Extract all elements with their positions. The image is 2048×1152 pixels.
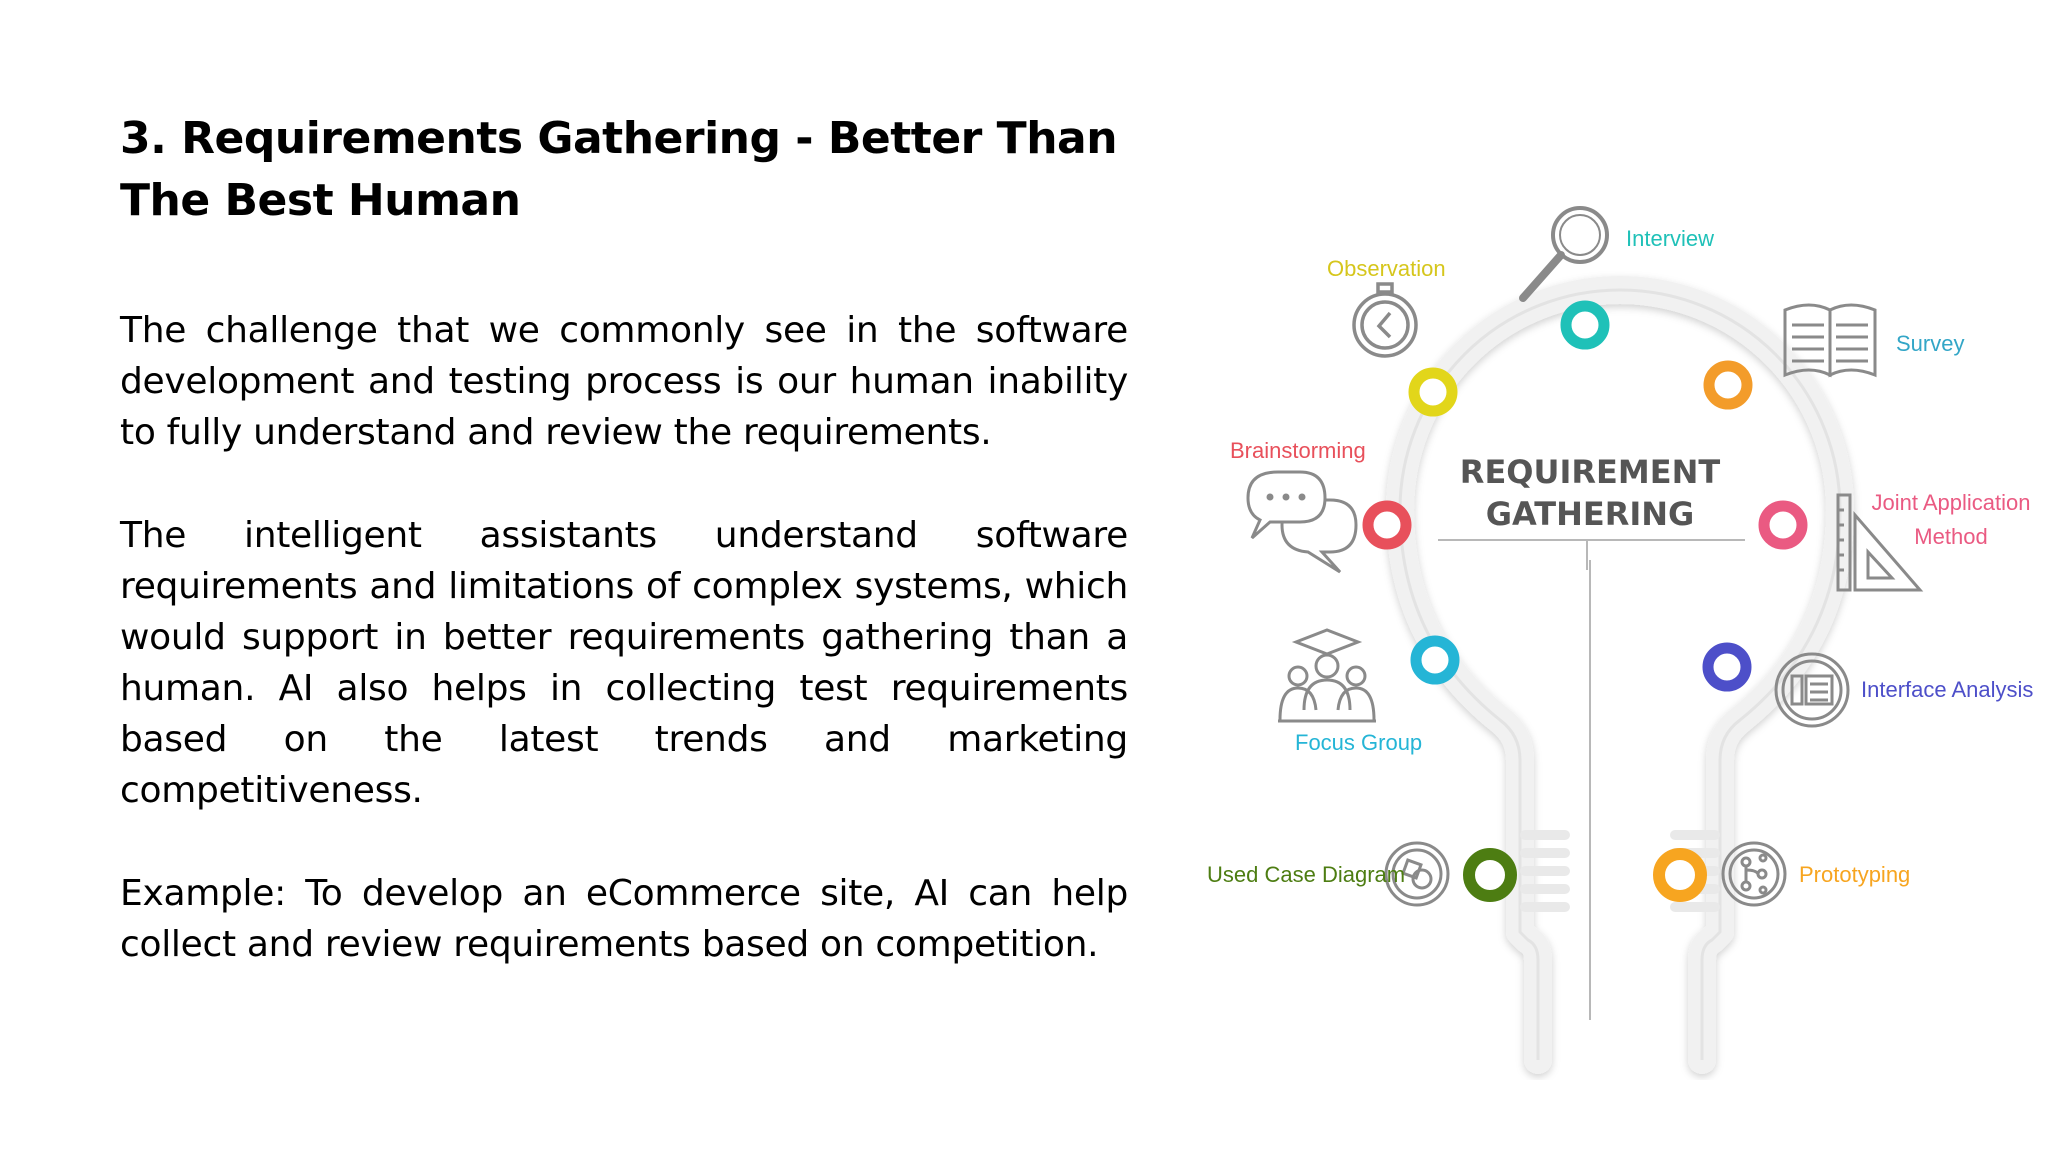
label-brainstorming: Brainstorming: [1230, 438, 1366, 463]
center-divider: [1438, 539, 1745, 1020]
magnifier-icon: [1519, 206, 1609, 302]
page-title: 3. Requirements Gathering - Better Than …: [120, 113, 1118, 226]
node-prototyping: [1653, 848, 1707, 902]
paragraph-challenge: The challenge that we commonly see in th…: [120, 310, 1128, 453]
center-title-line1: REQUIREMENT: [1460, 453, 1721, 491]
stopwatch-icon: [1352, 282, 1418, 358]
node-brainstorming: [1362, 500, 1412, 550]
label-interface-analysis: Interface Analysis: [1861, 677, 2033, 702]
chat-bubbles-icon: [1246, 470, 1358, 574]
open-book-icon: [1783, 303, 1877, 378]
prototyping-icon: [1721, 841, 1787, 907]
ruler-triangle-icon: [1836, 493, 1924, 592]
requirement-gathering-diagram: REQUIREMENT GATHERING: [1180, 180, 2040, 1080]
label-joint-application-line1: Joint Application: [1872, 490, 2031, 515]
graduates-group-icon: [1278, 628, 1376, 723]
label-use-case-diagram: Used Case Diagram: [1207, 862, 1405, 887]
node-observation: [1408, 367, 1458, 417]
label-prototyping: Prototyping: [1799, 862, 1910, 887]
label-focus-group: Focus Group: [1295, 730, 1422, 755]
node-survey: [1703, 360, 1753, 410]
label-observation: Observation: [1327, 256, 1446, 281]
label-interview: Interview: [1626, 226, 1714, 251]
interface-analysis-icon: [1774, 652, 1850, 728]
node-joint-application: [1758, 500, 1808, 550]
use-case-diagram-icon: [1384, 841, 1450, 907]
node-interface-analysis: [1702, 642, 1752, 692]
center-title-line2: GATHERING: [1486, 495, 1695, 533]
label-survey: Survey: [1896, 331, 1964, 356]
label-joint-application-line2: Method: [1914, 524, 1987, 549]
bulb-outline: [1386, 276, 1854, 1074]
node-focus-group: [1410, 635, 1460, 685]
node-interview: [1560, 300, 1610, 350]
paragraph-intelligent-assistants: The intelligent assistants understand so…: [120, 515, 1128, 811]
paragraph-example: Example: To develop an eCommerce site, A…: [120, 873, 1128, 965]
node-use-case-diagram: [1463, 848, 1517, 902]
